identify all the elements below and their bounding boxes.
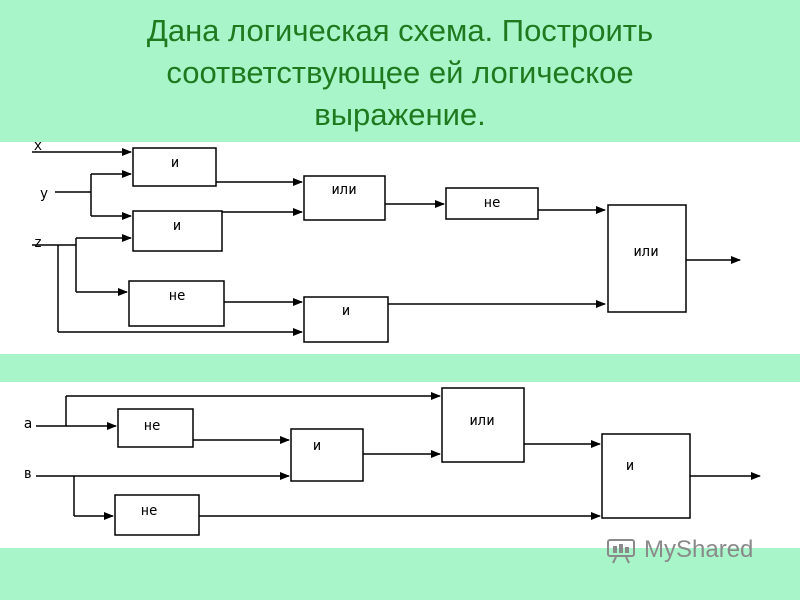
gate-and-2-label: и [173,218,181,234]
gate-not-1-label: не [169,288,186,304]
title-line-3: выражение. [314,97,486,132]
gate-not-2-box [445,187,539,220]
gate-or-final-box [607,204,687,313]
gate-and-3-box [303,296,389,343]
gate-not-a-box [117,408,194,448]
gate-and-final-box [601,433,691,519]
gate-not-b-box [114,494,200,536]
title-line-2: соответствующее ей логическое [166,55,634,90]
gate-not-b-label: не [141,503,158,519]
gate-and-1-box [290,428,364,482]
gate-and-final-label: и [626,458,634,474]
gate-or-1-label: или [469,413,494,429]
slide-title: Дана логическая схема. Построить соответ… [0,10,800,136]
myshared-logo-icon [607,539,635,564]
circuit-1-panel: x y z и и не или не и или [0,142,800,354]
gate-or-final-label: или [633,244,658,260]
input-y-label: y [40,186,48,202]
gate-and-2-box [132,210,223,252]
gate-or-1-label: или [331,182,356,198]
gate-and-1-label: и [313,438,321,454]
circuit-1-diagram: x y z и и не или не и или [32,142,741,343]
gate-not-1-box [128,280,225,327]
gate-not-2-label: не [484,195,501,211]
watermark-text: MyShared [644,536,754,563]
circuit-2-panel: а в не не и или и [0,382,800,548]
input-x-label: x [34,142,42,154]
title-line-1: Дана логическая схема. Построить [146,13,654,48]
gate-or-1-box [441,387,525,463]
input-b-label: в [24,466,32,482]
gate-or-1-box [303,175,386,221]
gate-and-3-label: и [342,303,350,319]
gate-not-a-label: не [144,418,161,434]
input-z-label: z [34,235,42,251]
circuit-2-diagram: а в не не и или и [24,387,761,536]
gate-and-1-box [132,147,217,187]
input-a-label: а [24,416,32,432]
gate-and-1-label: и [171,155,179,171]
